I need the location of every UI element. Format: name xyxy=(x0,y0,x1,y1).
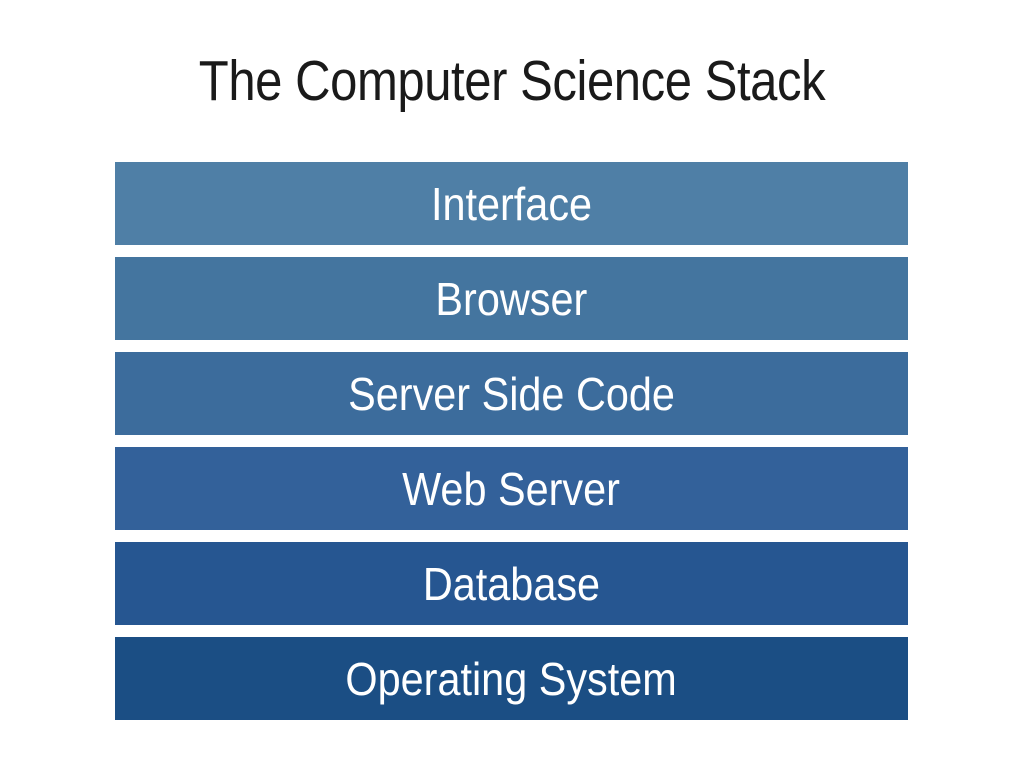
stack-layer-label: Operating System xyxy=(345,652,678,705)
stack-layer-interface[interactable]: Interface xyxy=(115,162,908,245)
stack-layer-database[interactable]: Database xyxy=(115,542,908,625)
stack-diagram: Interface Browser Server Side Code Web S… xyxy=(115,162,908,720)
page-title: The Computer Science Stack xyxy=(198,49,826,113)
stack-layer-operating-system[interactable]: Operating System xyxy=(115,637,908,720)
stack-layer-label: Server Side Code xyxy=(348,367,675,420)
stack-layer-label: Web Server xyxy=(402,462,621,515)
stack-layer-browser[interactable]: Browser xyxy=(115,257,908,340)
stack-layer-label: Interface xyxy=(430,177,593,230)
stack-layer-label: Database xyxy=(422,557,601,610)
stack-layer-server-side-code[interactable]: Server Side Code xyxy=(115,352,908,435)
stack-layer-web-server[interactable]: Web Server xyxy=(115,447,908,530)
stack-layer-label: Browser xyxy=(435,272,588,325)
